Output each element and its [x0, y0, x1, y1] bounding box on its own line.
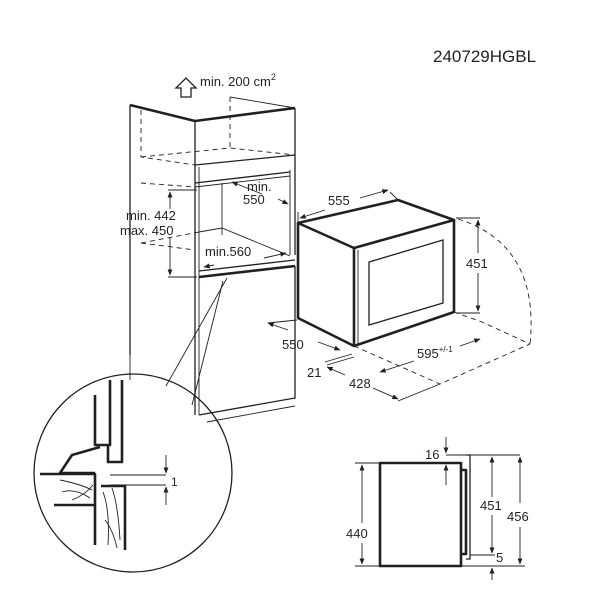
- cabinet-width-label: min.560: [205, 244, 251, 259]
- top-offset-label: 16: [425, 447, 439, 462]
- total-height-label: 456: [507, 509, 529, 524]
- body-height-label: 440: [346, 526, 368, 541]
- svg-text:min. 200 cm2: min. 200 cm2: [200, 72, 276, 89]
- svg-text:595+/-1: 595+/-1: [417, 345, 453, 361]
- document-code: 240729HGBL: [433, 47, 536, 66]
- bottom-offset-label: 5: [496, 550, 503, 565]
- appliance-height-label: 451: [466, 256, 488, 271]
- side-view-drawing: 440 16 451 456 5: [346, 437, 529, 580]
- cabinet-height-label-2: max. 450: [120, 223, 173, 238]
- cabinet-depth-label-1: min.: [247, 179, 272, 194]
- bottom-depth-label: 428: [349, 376, 371, 391]
- front-width-label: 595: [417, 346, 439, 361]
- door-depth-label: 21: [307, 365, 321, 380]
- front-height-label: 451: [480, 498, 502, 513]
- detail-circle: 1: [33, 277, 233, 573]
- gap-label: 1: [171, 475, 178, 489]
- ventilation-superscript: 2: [271, 72, 276, 82]
- ventilation-label: min. 200 cm: [200, 74, 271, 89]
- cabinet-drawing: min. 200 cm2 min.: [120, 72, 296, 423]
- cabinet-depth-label-2: 550: [243, 192, 265, 207]
- appliance-depth-label: 550: [282, 337, 304, 352]
- cabinet-height-label-1: min. 442: [126, 208, 176, 223]
- front-width-tolerance: +/-1: [439, 345, 454, 354]
- ventilation-arrow-icon: [174, 77, 198, 98]
- appliance-drawing: 555 451 595+/-1 550 21 428: [267, 189, 532, 402]
- appliance-width-top-label: 555: [328, 193, 350, 208]
